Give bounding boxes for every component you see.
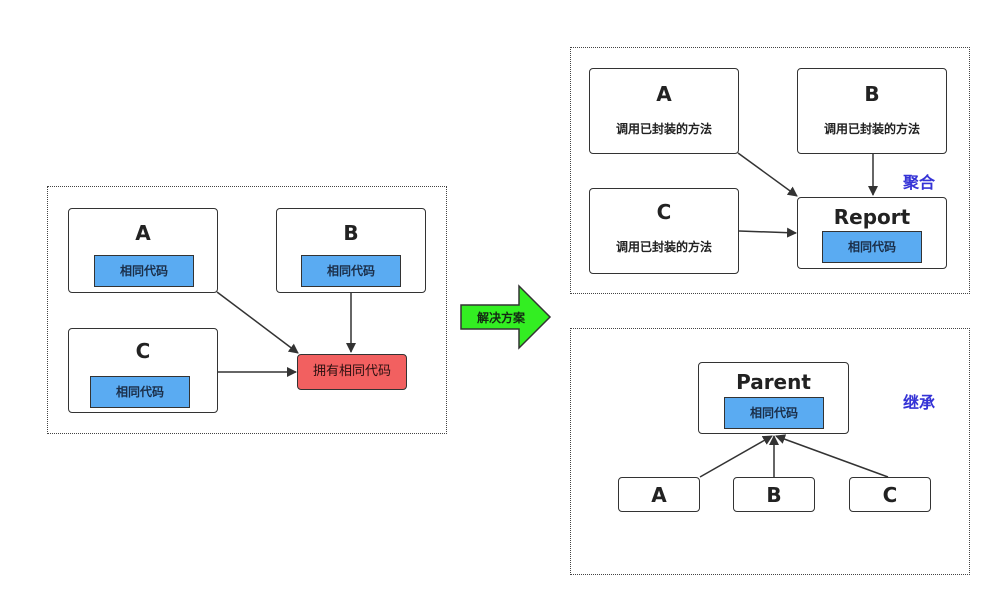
inheritance-group: [570, 328, 970, 575]
solution-arrow-label: 解决方案: [476, 311, 525, 325]
parent-title: Parent: [736, 370, 811, 394]
child-b-title: B: [766, 483, 782, 507]
left-box-b-title: B: [343, 221, 359, 245]
agg-box-a-title: A: [656, 82, 672, 106]
aggregation-group: [570, 47, 970, 294]
parent-code: 相同代码: [724, 397, 824, 429]
left-box-a: A 相同代码: [68, 208, 218, 293]
shared-code-node: 拥有相同代码: [297, 354, 407, 390]
child-box-a: A: [618, 477, 700, 512]
child-box-c: C: [849, 477, 931, 512]
agg-box-c: C 调用已封装的方法: [589, 188, 739, 274]
left-box-b: B 相同代码: [276, 208, 426, 293]
child-box-b: B: [733, 477, 815, 512]
report-title: Report: [833, 205, 911, 229]
child-c-title: C: [882, 483, 898, 507]
inheritance-tag: 继承: [903, 393, 936, 412]
aggregation-tag: 聚合: [903, 173, 936, 192]
agg-box-c-sub: 调用已封装的方法: [615, 240, 712, 254]
left-box-c-code: 相同代码: [90, 376, 190, 408]
left-box-a-code: 相同代码: [94, 255, 194, 287]
child-a-title: A: [651, 483, 667, 507]
left-box-c-title: C: [135, 339, 151, 363]
problem-group: [47, 186, 447, 434]
report-box: Report 相同代码: [797, 197, 947, 269]
left-box-a-title: A: [135, 221, 151, 245]
agg-box-b-title: B: [864, 82, 880, 106]
left-box-c: C 相同代码: [68, 328, 218, 413]
agg-box-a-sub: 调用已封装的方法: [615, 122, 712, 136]
report-code: 相同代码: [822, 231, 922, 263]
left-box-b-code: 相同代码: [301, 255, 401, 287]
parent-box: Parent 相同代码: [698, 362, 849, 434]
agg-box-b-sub: 调用已封装的方法: [823, 122, 920, 136]
agg-box-a: A 调用已封装的方法: [589, 68, 739, 154]
agg-box-b: B 调用已封装的方法: [797, 68, 947, 154]
agg-box-c-title: C: [656, 200, 672, 224]
